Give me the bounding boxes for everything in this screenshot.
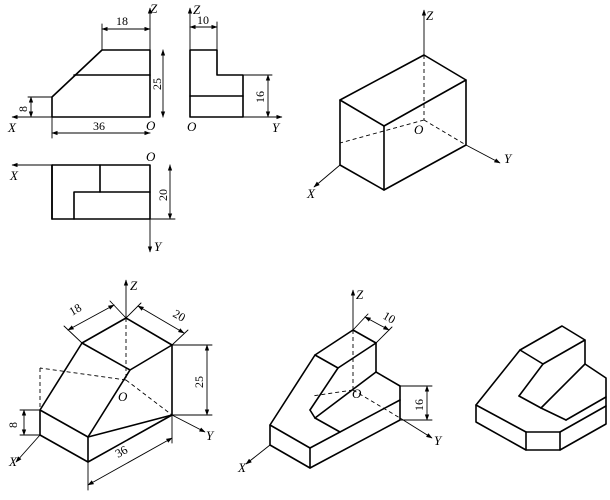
iso-final-axis-x-label: X <box>8 454 18 469</box>
iso-box-origin-label: O <box>414 122 424 137</box>
iso-final-origin-label: O <box>118 389 128 404</box>
iso-step-axis-y-label: Y <box>434 433 443 448</box>
iso-box: Z O Y X <box>306 8 513 201</box>
side-axis-y-label: Y <box>272 120 281 135</box>
top-axis-x-label: X <box>9 168 19 183</box>
dim-front-top-width: 18 <box>116 14 128 28</box>
dim-iso-slot-width: 10 <box>381 308 398 326</box>
top-axis-y-label: Y <box>154 239 163 254</box>
dim-top-depth: 20 <box>156 189 170 201</box>
dim-iso-height: 25 <box>192 376 206 388</box>
dim-iso-step-height: 16 <box>412 399 426 411</box>
dim-side-step-height: 16 <box>253 91 267 103</box>
dim-front-bottom-width: 36 <box>93 119 105 133</box>
iso-box-axis-z-label: Z <box>426 8 434 23</box>
iso-box-axis-y-label: Y <box>504 151 513 166</box>
dim-side-top-width: 10 <box>197 13 209 27</box>
dim-iso-top-width: 18 <box>67 300 84 318</box>
iso-final-axis-y-label: Y <box>206 428 215 443</box>
side-axis-z-label: Z <box>193 2 201 17</box>
top-origin-label: O <box>146 149 156 164</box>
iso-box-axis-x-label: X <box>306 186 316 201</box>
dim-front-chamfer: 8 <box>16 106 30 112</box>
iso-final: 18 20 25 36 8 Z O Y X <box>6 278 215 491</box>
iso-step: 10 16 Z O Y X <box>237 287 443 475</box>
iso-step-axis-x-label: X <box>237 460 247 475</box>
front-axis-z-label: Z <box>150 1 158 16</box>
iso-final-axis-z-label: Z <box>130 278 138 293</box>
front-axis-x-label: X <box>7 120 17 135</box>
iso-step-axis-z-label: Z <box>356 287 364 302</box>
iso-step-origin-label: O <box>352 386 362 401</box>
side-origin-label: O <box>187 119 197 134</box>
dim-front-height: 25 <box>150 78 164 90</box>
front-origin-label: O <box>146 118 156 133</box>
dim-iso-depth: 20 <box>171 306 188 324</box>
dim-iso-length: 36 <box>113 443 130 461</box>
front-view: 18 25 36 8 Z X O <box>7 1 166 139</box>
side-view: 10 16 Z O Y <box>187 2 283 135</box>
iso-solid <box>475 325 607 451</box>
top-view: 20 X O Y <box>9 149 176 254</box>
dim-iso-chamfer: 8 <box>6 422 20 428</box>
